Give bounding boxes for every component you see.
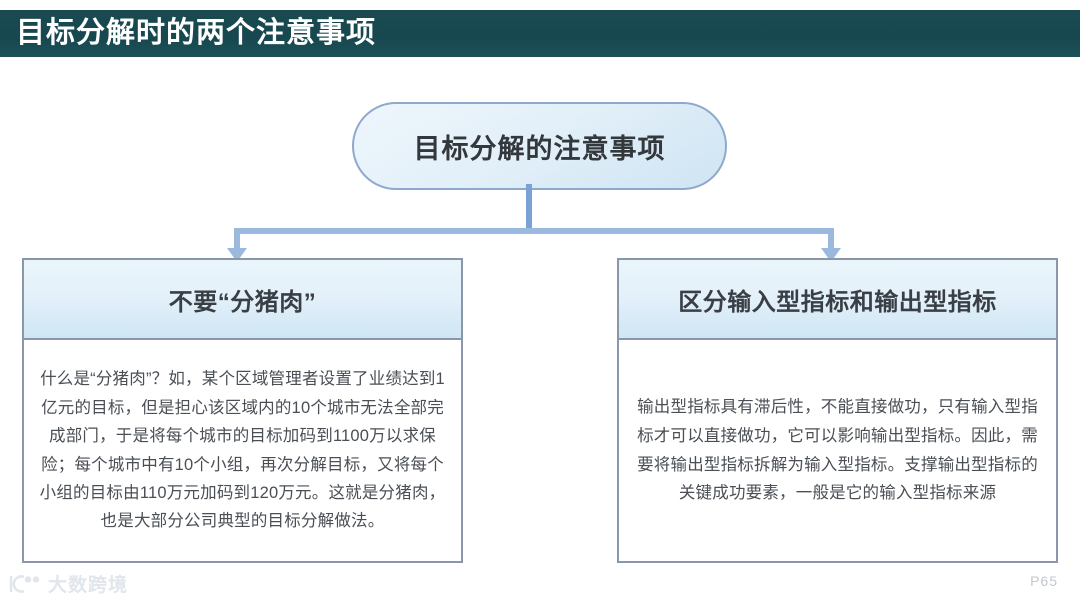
connector-horizontal-bar	[234, 228, 834, 234]
connector-stem	[526, 184, 532, 232]
connector-left-branch	[234, 228, 240, 250]
branch-card-right-body: 输出型指标具有滞后性，不能直接做功，只有输入型指标才可以直接做功，它可以影响输出…	[619, 340, 1056, 561]
branch-card-right-header: 区分输入型指标和输出型指标	[619, 260, 1056, 340]
page-number: P65	[1030, 573, 1058, 589]
page-title: 目标分解时的两个注意事项	[16, 17, 377, 49]
branch-card-right: 区分输入型指标和输出型指标 输出型指标具有滞后性，不能直接做功，只有输入型指标才…	[617, 258, 1058, 563]
watermark: 大数跨境	[8, 570, 128, 597]
brand-logo-icon	[8, 573, 42, 595]
branch-card-left-header: 不要“分猪肉”	[24, 260, 461, 340]
diagram-connectors	[227, 184, 841, 262]
diagram-root-label: 目标分解的注意事项	[413, 133, 666, 164]
watermark-label: 大数跨境	[48, 575, 129, 596]
branch-card-left-title: 不要“分猪肉”	[168, 288, 317, 316]
slide-title-bar: 目标分解时的两个注意事项	[0, 10, 1080, 57]
branch-card-right-title: 区分输入型指标和输出型指标	[678, 288, 997, 316]
diagram-root-node: 目标分解的注意事项	[352, 102, 727, 190]
branch-card-left: 不要“分猪肉” 什么是“分猪肉”？如，某个区域管理者设置了业绩达到1亿元的目标，…	[22, 258, 463, 563]
branch-card-right-text: 输出型指标具有滞后性，不能直接做功，只有输入型指标才可以直接做功，它可以影响输出…	[637, 397, 1038, 503]
branch-card-left-body: 什么是“分猪肉”？如，某个区域管理者设置了业绩达到1亿元的目标，但是担心该区域内…	[24, 340, 461, 561]
connector-right-branch	[828, 228, 834, 250]
branch-card-left-text: 什么是“分猪肉”？如，某个区域管理者设置了业绩达到1亿元的目标，但是担心该区域内…	[39, 370, 446, 531]
